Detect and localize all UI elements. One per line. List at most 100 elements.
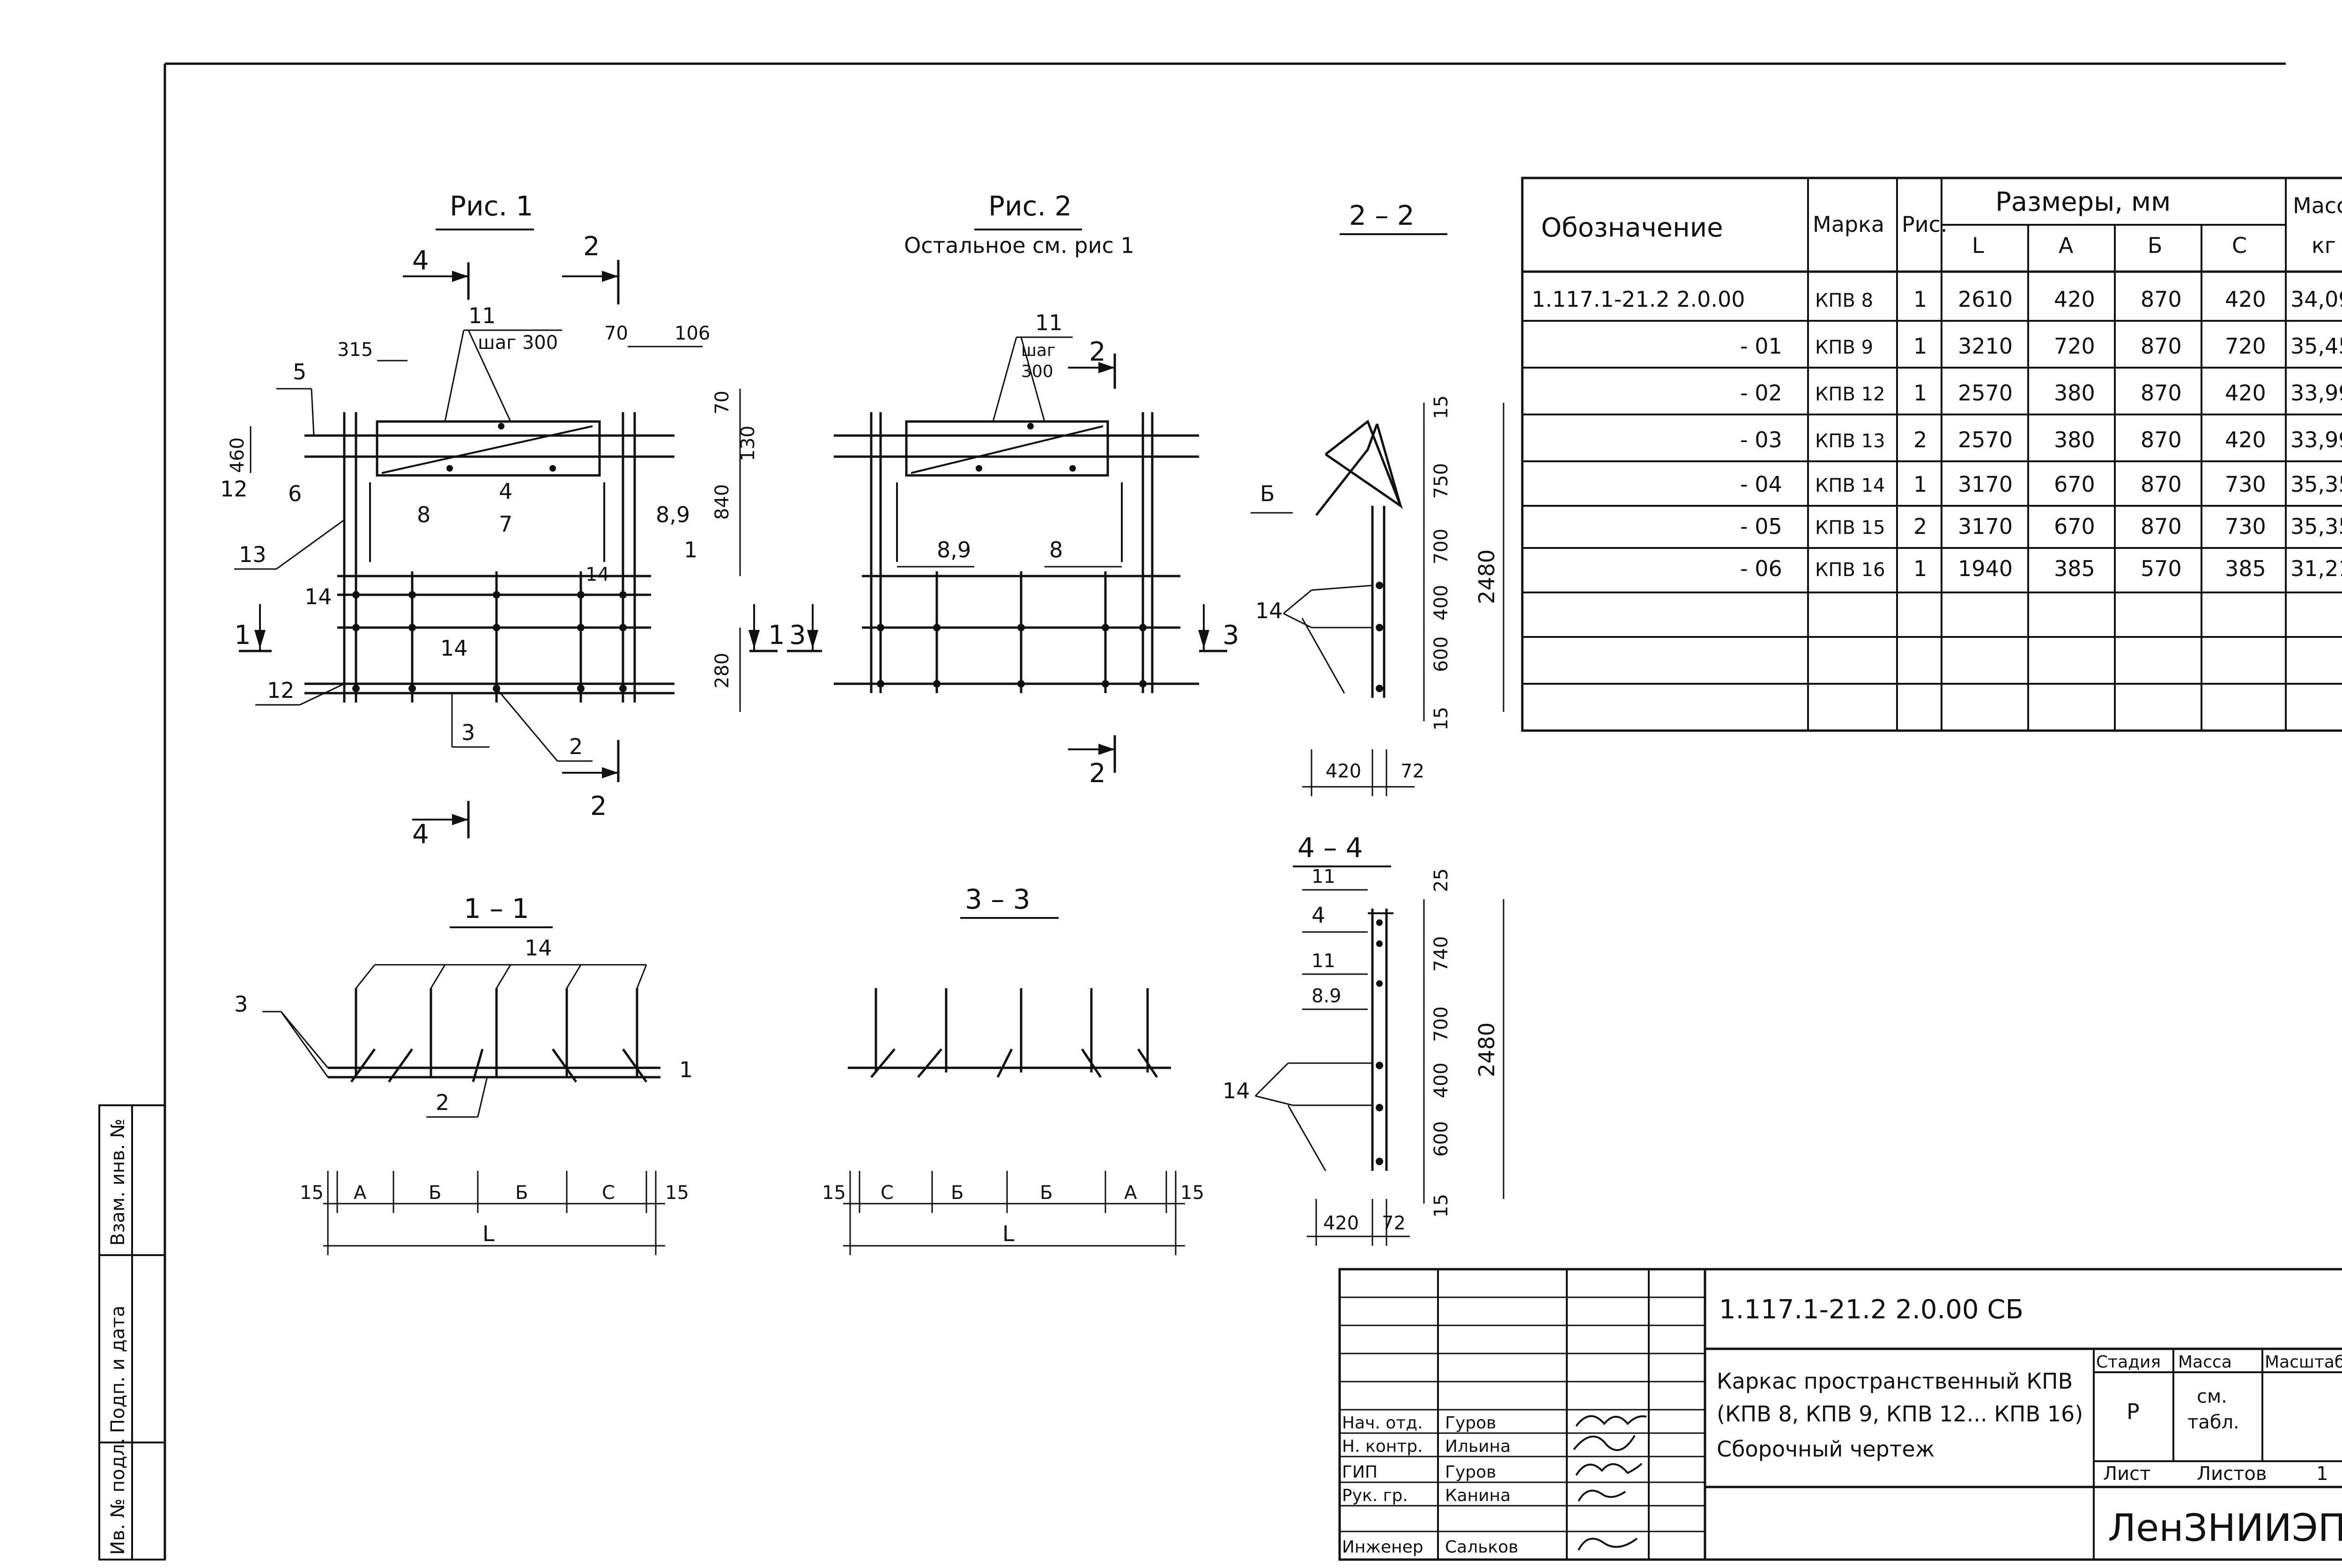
drawing-label: 600 — [1430, 1121, 1452, 1157]
drawing-label: 11 — [468, 303, 496, 328]
drawing-label: 870 — [2141, 472, 2182, 497]
side-stamp-inv-orig: Ив. № подл. — [107, 1438, 129, 1555]
drawing-label: 1 — [679, 1057, 693, 1082]
table-row: - 05 КПВ 15 2 3170 670 870 730 35,35 — [1740, 514, 2342, 539]
drawing-label: 2610 — [1958, 287, 2013, 312]
drawing-label: 15 — [665, 1182, 689, 1204]
drawing-label: 870 — [2141, 514, 2182, 539]
organization: ЛенЗНИИЭП — [2108, 1506, 2342, 1550]
role-label: ГИП — [1342, 1463, 1378, 1482]
drawing-label: 730 — [2225, 514, 2266, 539]
mass-value-2: табл. — [2187, 1412, 2239, 1433]
col-header-mass-unit: кг — [2312, 233, 2336, 258]
drawing-label: 33,99 — [2290, 427, 2342, 452]
drawing-label: 2 — [1913, 427, 1927, 452]
drawing-label: 3 — [461, 720, 475, 745]
stage-label: Стадия — [2096, 1353, 2161, 1372]
drawing-label: 14 — [440, 636, 468, 661]
mass-value-1: см. — [2197, 1386, 2227, 1407]
drawing-label: L — [482, 1221, 495, 1246]
drawing-label: 400 — [1430, 585, 1452, 621]
drawing-label: 385 — [2225, 556, 2266, 581]
drawing-label: 1 — [1913, 472, 1927, 497]
drawing-label: 280 — [711, 653, 733, 688]
drawing-label: 14 — [304, 584, 332, 609]
drawing-label: 15 — [1430, 1194, 1452, 1218]
drawing-label: С — [881, 1182, 894, 1204]
drawing-label: Б — [429, 1182, 441, 1204]
figure-2: Рис. 2 Остальное см. рис 1 — [787, 190, 1239, 789]
drawing-label: 720 — [2225, 333, 2266, 359]
drawing-label: 570 — [2141, 556, 2182, 581]
drawing-label: 15 — [822, 1182, 846, 1204]
section-2-2-title: 2 – 2 — [1349, 200, 1415, 231]
drawing-label: Б — [1040, 1182, 1052, 1204]
drawing-label: КПВ 13 — [1815, 430, 1885, 452]
drawing-label: 4 — [412, 245, 429, 276]
col-header-sizes: Размеры, мм — [1995, 187, 2171, 217]
sheets-value: 1 — [2316, 1463, 2328, 1485]
drawing-label: 700 — [1430, 1006, 1452, 1042]
drawing-name-line3: Сборочный чертеж — [1717, 1436, 1934, 1462]
sheet-label: Лист — [2103, 1463, 2150, 1485]
drawing-label: 35,45 — [2290, 333, 2342, 359]
col-header-mark: Марка — [1813, 212, 1884, 237]
drawing-label: 8.9 — [1312, 985, 1341, 1007]
drawing-label: 670 — [2054, 514, 2095, 539]
drawing-label: 1 — [684, 537, 697, 562]
drawing-label: 2 — [436, 1090, 449, 1115]
fig1-cage — [304, 412, 674, 703]
drawing-label: 72 — [1401, 761, 1424, 782]
drawing-label: 15 — [1430, 707, 1452, 731]
sheets-label: Листов — [2197, 1463, 2267, 1485]
drawing-label: 1 — [1913, 333, 1927, 359]
drawing-label: 670 — [2054, 472, 2095, 497]
drawing-label: 2480 — [1474, 549, 1499, 604]
drawing-label: 2 — [1089, 758, 1106, 789]
role-label: Н. контр. — [1342, 1437, 1423, 1456]
drawing-label: 3170 — [1958, 472, 2013, 497]
drawing-label: 3170 — [1958, 514, 2013, 539]
drawing-label: - 01 — [1740, 333, 1782, 359]
role-label: Инженер — [1342, 1538, 1423, 1557]
drawing-label: КПВ 16 — [1815, 559, 1885, 581]
drawing-label: КПВ 14 — [1815, 475, 1885, 496]
drawing-label: 420 — [2225, 427, 2266, 452]
drawing-label: 720 — [2054, 333, 2095, 359]
drawing-label: Б — [951, 1182, 963, 1204]
drawing-label: - 06 — [1740, 556, 1782, 581]
drawing-label: 33,99 — [2290, 380, 2342, 406]
drawing-label: 4 — [412, 819, 429, 850]
drawing-label: 385 — [2054, 556, 2095, 581]
drawing-label: 25 — [1430, 868, 1452, 892]
drawing-label: 2570 — [1958, 380, 2013, 406]
drawing-label: 870 — [2141, 380, 2182, 406]
role-label: Нач. отд. — [1342, 1413, 1423, 1433]
section-1-1-title: 1 – 1 — [464, 893, 529, 925]
drawing-label: 840 — [711, 484, 733, 520]
drawing-label: 15 — [1180, 1182, 1204, 1204]
drawing-label: 1.117.1-21.2 2.0.00 — [1532, 287, 1745, 312]
col-header-designation: Обозначение — [1541, 213, 1723, 243]
drawing-label: 11 — [1312, 866, 1335, 888]
drawing-label: 11 — [1035, 310, 1063, 335]
drawing-label: КПВ 8 — [1815, 290, 1873, 311]
drawing-label: 13 — [239, 542, 267, 567]
role-label: Рук. гр. — [1342, 1486, 1408, 1505]
drawing-label: 130 — [737, 426, 759, 461]
drawing-label: 14 — [1255, 598, 1283, 623]
drawing-label: 8,9 — [656, 502, 690, 527]
drawing-label: 870 — [2141, 333, 2182, 359]
drawing-label: 3 — [234, 991, 248, 1017]
drawing-label: 750 — [1430, 463, 1452, 499]
drawing-label: 31,21 — [2290, 556, 2342, 581]
drawing-label: Б — [515, 1182, 528, 1204]
table-row: - 04 КПВ 14 1 3170 670 870 730 35,35 — [1740, 472, 2342, 497]
drawing-label: L — [1002, 1221, 1015, 1246]
drawing-label: 7 — [499, 511, 512, 537]
col-header-fig: Рис. — [1902, 212, 1948, 237]
figure-1: Рис. 1 4 2 — [220, 190, 785, 850]
section-3-3-title: 3 – 3 — [965, 883, 1030, 915]
drawing-label: 600 — [1430, 636, 1452, 672]
